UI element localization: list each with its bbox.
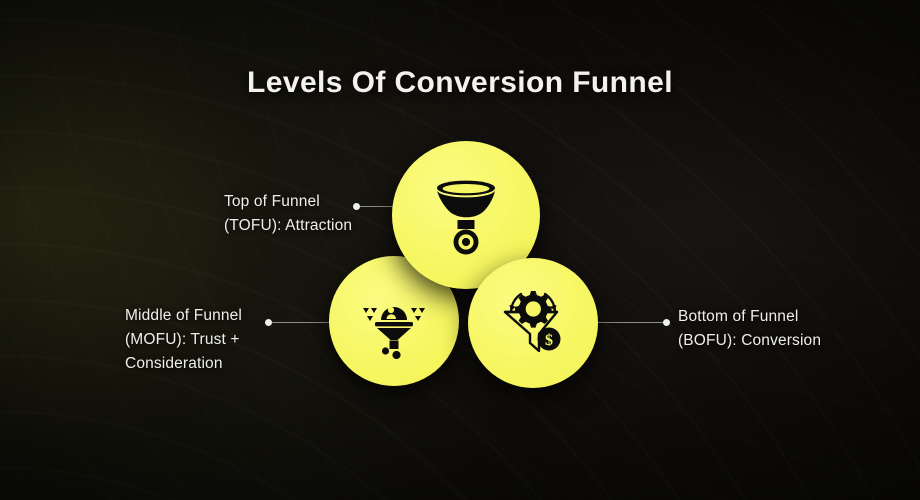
node-label-tofu: Top of Funnel (TOFU): Attraction bbox=[224, 193, 353, 234]
funnel-hearts-person-icon bbox=[355, 282, 433, 360]
connector-line-mofu bbox=[272, 322, 352, 323]
node-label-bofu: Bottom of Funnel (BOFU): Conversion bbox=[678, 308, 822, 349]
connector-dot-bofu bbox=[663, 319, 670, 326]
funnel-target-icon bbox=[423, 172, 509, 258]
connector-line-bofu bbox=[585, 322, 667, 323]
svg-text:$: $ bbox=[545, 332, 553, 349]
connector-line-tofu bbox=[360, 206, 420, 207]
connector-dot-mofu bbox=[265, 319, 272, 326]
node-label-mofu: Middle of Funnel (MOFU): Trust + Conside… bbox=[125, 307, 242, 372]
funnel-gear-dollar-icon: $ bbox=[493, 283, 573, 363]
node-circle-tofu[interactable] bbox=[392, 141, 540, 289]
connector-dot-tofu bbox=[353, 203, 360, 210]
node-circle-bofu[interactable]: $ bbox=[468, 258, 598, 388]
page-title: Levels Of Conversion Funnel bbox=[247, 66, 673, 99]
